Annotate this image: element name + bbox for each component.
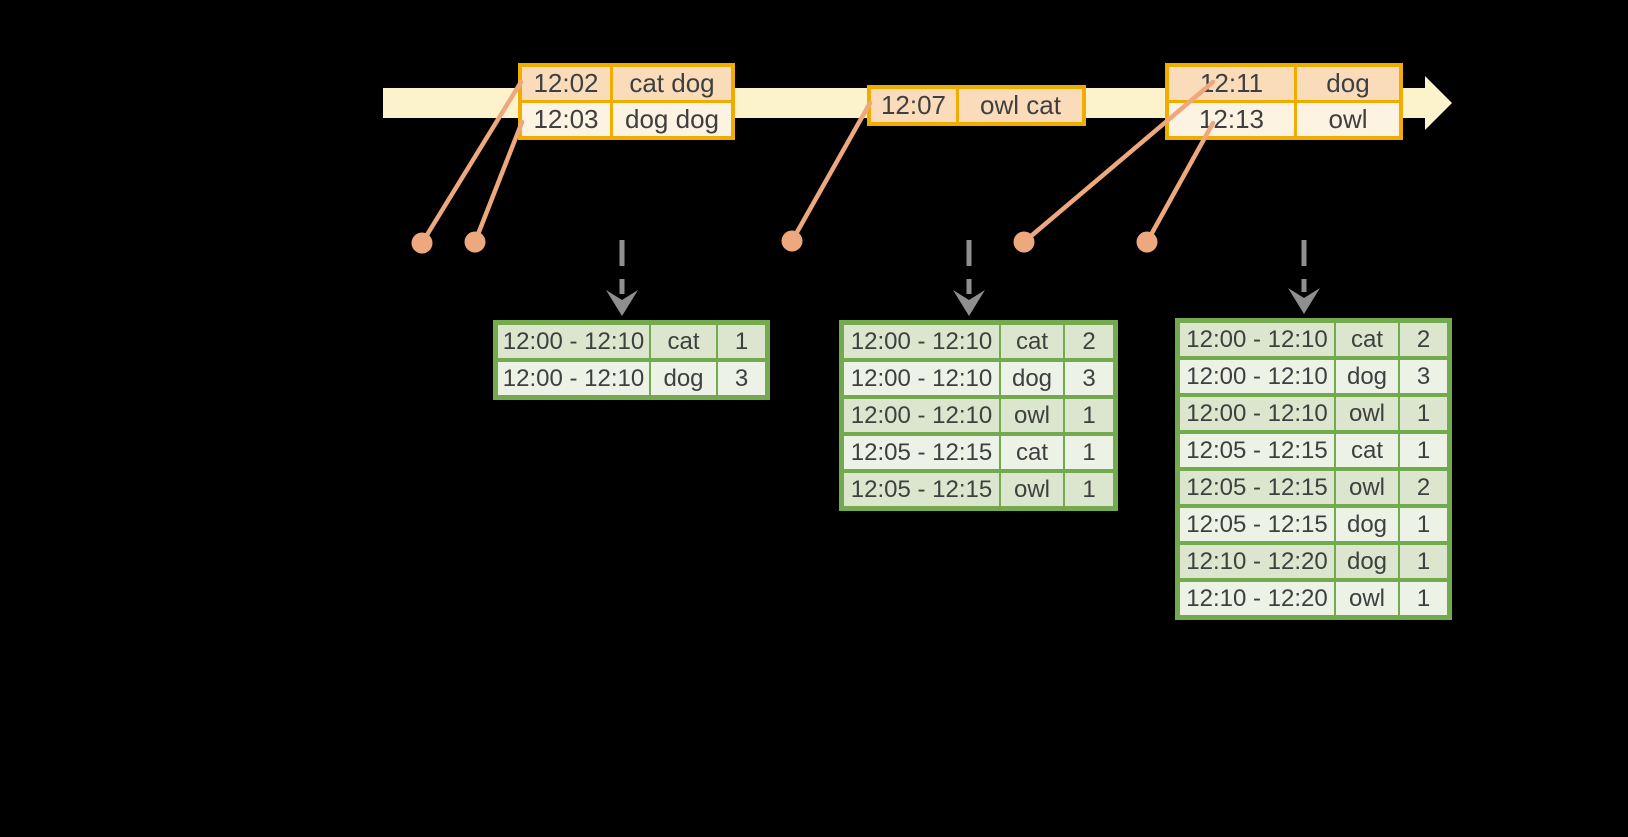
count-cell: 1 — [1398, 430, 1451, 471]
count-cell: 3 — [716, 358, 769, 400]
count-cell: 1 — [1063, 432, 1117, 473]
word-cell: owl — [999, 469, 1065, 511]
event-time-cell: 12:07 — [867, 85, 959, 126]
event-time-cell: 12:13 — [1165, 100, 1297, 140]
window-cell: 12:00 - 12:10 — [1176, 318, 1336, 360]
count-cell: 1 — [1398, 393, 1451, 434]
event-words-cell: dog — [1294, 63, 1403, 103]
word-cell: cat — [1334, 430, 1400, 471]
window-cell: 12:00 - 12:10 — [494, 358, 651, 400]
window-cell: 12:00 - 12:10 — [840, 395, 1001, 436]
word-cell: cat — [999, 320, 1065, 362]
count-cell: 2 — [1398, 467, 1451, 508]
window-cell: 12:05 - 12:15 — [840, 432, 1001, 473]
word-cell: cat — [649, 320, 718, 362]
count-cell: 2 — [1063, 320, 1117, 362]
count-cell: 2 — [1398, 318, 1451, 360]
word-cell: dog — [1334, 356, 1400, 397]
count-cell: 1 — [1398, 578, 1451, 620]
word-cell: owl — [1334, 467, 1400, 508]
word-cell: owl — [1334, 578, 1400, 620]
window-cell: 12:05 - 12:15 — [840, 469, 1001, 511]
timeline-arrowhead-icon — [1425, 76, 1452, 130]
count-cell: 1 — [1063, 395, 1117, 436]
count-cell: 1 — [1063, 469, 1117, 511]
event-time-cell: 12:11 — [1165, 63, 1297, 103]
event-time-cell: 12:03 — [518, 100, 613, 140]
word-cell: owl — [1334, 393, 1400, 434]
window-cell: 12:00 - 12:10 — [1176, 356, 1336, 397]
window-cell: 12:10 - 12:20 — [1176, 578, 1336, 620]
word-cell: cat — [999, 432, 1065, 473]
count-cell: 3 — [1398, 356, 1451, 397]
window-cell: 12:00 - 12:10 — [840, 358, 1001, 399]
word-cell: dog — [999, 358, 1065, 399]
window-cell: 12:00 - 12:10 — [494, 320, 651, 362]
window-cell: 12:00 - 12:10 — [1176, 393, 1336, 434]
event-words-cell: dog dog — [610, 100, 735, 140]
window-cell: 12:05 - 12:15 — [1176, 430, 1336, 471]
word-cell: cat — [1334, 318, 1400, 360]
window-cell: 12:10 - 12:20 — [1176, 541, 1336, 582]
word-cell: owl — [999, 395, 1065, 436]
word-cell: dog — [1334, 504, 1400, 545]
count-cell: 3 — [1063, 358, 1117, 399]
word-cell: dog — [649, 358, 718, 400]
event-words-cell: owl cat — [956, 85, 1086, 126]
count-cell: 1 — [1398, 504, 1451, 545]
event-time-cell: 12:02 — [518, 63, 613, 103]
count-cell: 1 — [1398, 541, 1451, 582]
count-cell: 1 — [716, 320, 769, 362]
window-cell: 12:00 - 12:10 — [840, 320, 1001, 362]
word-cell: dog — [1334, 541, 1400, 582]
event-words-cell: cat dog — [610, 63, 735, 103]
window-cell: 12:05 - 12:15 — [1176, 504, 1336, 545]
window-cell: 12:05 - 12:15 — [1176, 467, 1336, 508]
event-words-cell: owl — [1294, 100, 1403, 140]
